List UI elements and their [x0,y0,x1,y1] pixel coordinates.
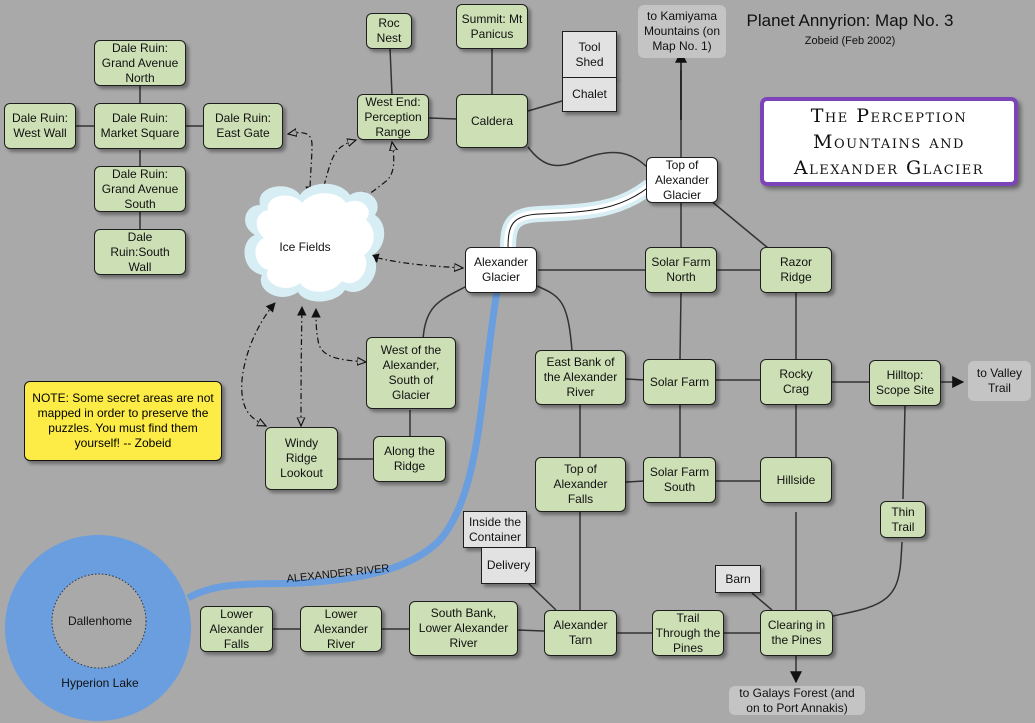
room-dale-south-avenue[interactable]: Dale Ruin: Grand Avenue South [94,166,186,212]
ice-fields-cloud[interactable] [244,183,385,302]
room-alexander-tarn[interactable]: Alexander Tarn [544,610,617,656]
room-hillside[interactable]: Hillside [760,457,832,503]
ice-fields-label: Ice Fields [279,240,331,254]
room-along-the-ridge[interactable]: Along the Ridge [373,436,446,482]
room-west-end-perception-range[interactable]: West End: Perception Range [357,94,429,140]
room-east-bank-alexander-river[interactable]: East Bank of the Alexander River [535,350,626,405]
room-solar-farm[interactable]: Solar Farm [643,359,716,405]
room-clearing-in-the-pines[interactable]: Clearing in the Pines [760,610,833,656]
room-west-of-alexander[interactable]: West of the Alexander, South of Glacier [366,337,456,409]
room-rocky-crag[interactable]: Rocky Crag [760,359,832,405]
room-lower-alexander-river[interactable]: Lower Alexander River [300,606,382,652]
room-top-of-alexander-glacier[interactable]: Top of Alexander Glacier [646,157,718,203]
exit-galays-forest[interactable]: to Galays Forest (and on to Port Annakis… [729,686,865,715]
map-header-title: Planet Annyrion: Map No. 3 [746,11,954,30]
room-thin-trail[interactable]: Thin Trail [880,501,926,538]
room-razor-ridge[interactable]: Razor Ridge [760,247,832,293]
room-top-of-alexander-falls[interactable]: Top of Alexander Falls [535,457,626,512]
room-solar-farm-south[interactable]: Solar Farm South [643,457,716,503]
dallenhome-area [51,573,147,669]
room-south-bank-lower-alexander-river[interactable]: South Bank, Lower Alexander River [409,601,518,656]
room-dale-south-wall[interactable]: Dale Ruin:South Wall [94,229,186,275]
room-dale-east[interactable]: Dale Ruin: East Gate [203,103,283,149]
hyperion-lake-label: Hyperion Lake [61,676,139,690]
alexander-river [186,284,502,602]
building-delivery[interactable]: Delivery [481,547,536,584]
room-dale-north[interactable]: Dale Ruin: Grand Avenue North [94,40,186,86]
room-dale-west[interactable]: Dale Ruin: West Wall [4,103,76,149]
room-caldera[interactable]: Caldera [456,94,528,148]
room-windy-ridge-lookout[interactable]: Windy Ridge Lookout [265,427,338,490]
dallenhome-label: Dallenhome [67,614,133,628]
room-alexander-glacier[interactable]: Alexander Glacier [465,247,537,293]
room-summit-mt-panicus[interactable]: Summit: Mt Panicus [456,4,528,49]
map-title: The Perception Mountains and Alexander G… [793,104,985,179]
room-lower-alexander-falls[interactable]: Lower Alexander Falls [200,606,273,652]
map-title-box: The Perception Mountains and Alexander G… [760,97,1018,186]
connections [76,47,965,684]
room-solar-farm-north[interactable]: Solar Farm North [645,247,717,293]
room-dale-market[interactable]: Dale Ruin: Market Square [94,103,186,149]
exit-kamiyama-mountains[interactable]: to Kamiyama Mountains (on Map No. 1) [638,5,726,58]
exit-valley-trail[interactable]: to Valley Trail [968,361,1031,401]
secret-areas-note: NOTE: Some secret areas are not mapped i… [24,381,222,461]
building-chalet[interactable]: Chalet [562,77,617,112]
room-roc-nest[interactable]: Roc Nest [366,13,412,49]
building-tool-shed[interactable]: Tool Shed [562,31,617,78]
building-barn[interactable]: Barn [715,565,761,593]
map-header-subtitle: Zobeid (Feb 2002) [804,35,896,47]
room-trail-through-the-pines[interactable]: Trail Through the Pines [652,610,724,656]
room-hilltop-scope-site[interactable]: Hilltop: Scope Site [869,360,941,406]
building-inside-the-container[interactable]: Inside the Container [463,511,527,548]
